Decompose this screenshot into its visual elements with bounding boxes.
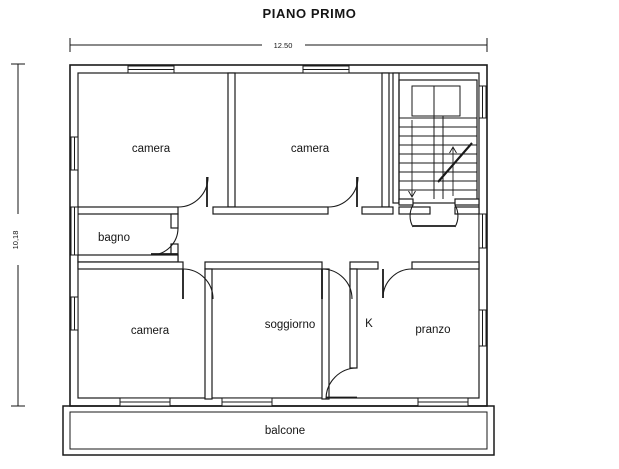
room-label-soggiorno: soggiorno (265, 319, 316, 331)
window-bagno (70, 206, 79, 256)
room-label-camera-top-right: camera (291, 143, 330, 155)
window-camera-top-left-west (70, 136, 79, 171)
door-camera-bottom-left (182, 268, 214, 300)
door-camera-top-left (177, 176, 209, 208)
door-stair-left (409, 204, 434, 228)
window-soggiorno-south (221, 397, 273, 407)
staircase (398, 79, 478, 204)
door-soggiorno (321, 268, 353, 300)
stair-south-wall (398, 198, 480, 206)
window-pranzo-south (417, 397, 469, 407)
door-camera-top-right (327, 176, 359, 208)
room-label-balcone: balcone (265, 425, 305, 437)
room-label-kitchen: K (365, 318, 373, 330)
corridor-north-wall (77, 206, 480, 215)
room-label-pranzo: pranzo (415, 324, 450, 336)
room-label-bagno: bagno (98, 232, 130, 244)
room-label-camera-top-left: camera (132, 143, 171, 155)
door-pranzo (382, 268, 413, 299)
window-camera-bottom-left-south (119, 397, 171, 407)
door-stair-right (434, 204, 459, 228)
window-camera-top-left (127, 65, 175, 74)
window-camera-top-right (302, 65, 350, 74)
door-bagno (150, 227, 179, 256)
window-stairwell-east (478, 85, 487, 119)
interior-walls-lower (77, 261, 480, 400)
dimension-width-label: 12.50 (274, 41, 293, 50)
door-kitchen (325, 367, 358, 400)
dimension-height-label: 10,18 (11, 231, 20, 250)
page-title: PIANO PRIMO (262, 6, 357, 21)
balcone-outline (62, 405, 495, 456)
window-camera-bottom-left-west (70, 296, 79, 331)
room-label-camera-bottom-left: camera (131, 325, 170, 337)
dimension-top (69, 38, 488, 52)
window-corridor-east (478, 213, 487, 249)
interior-walls-upper (227, 72, 400, 208)
window-pranzo-east (478, 309, 487, 347)
dimension-left (11, 63, 25, 407)
